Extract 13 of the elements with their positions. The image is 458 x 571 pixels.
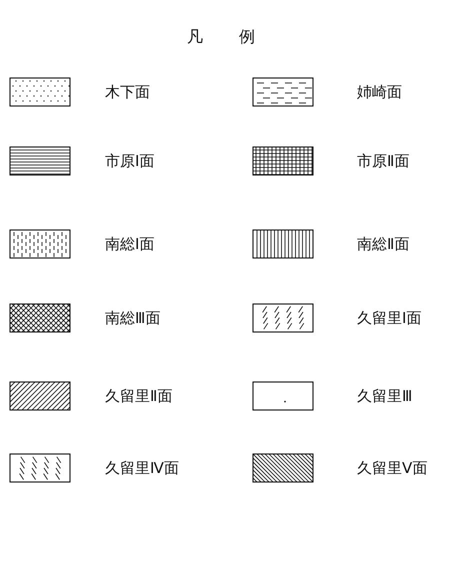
legend-label: 市原Ⅱ面 — [357, 152, 410, 170]
legend-label: 久留里Ⅲ — [357, 387, 412, 405]
legend-title: 凡例 — [187, 28, 291, 46]
legend-label: 久留里Ⅰ面 — [357, 309, 422, 327]
legend-label: 南総Ⅲ面 — [105, 309, 160, 327]
legend-label: 南総Ⅱ面 — [357, 235, 410, 253]
legend-label: 久留里Ⅴ面 — [357, 459, 428, 477]
legend-label: 木下面 — [105, 83, 150, 101]
legend-label: 南総Ⅰ面 — [105, 235, 154, 253]
legend-label: 姉崎面 — [357, 83, 402, 101]
legend-label: 市原Ⅰ面 — [105, 152, 154, 170]
legend-label: 久留里Ⅱ面 — [105, 387, 172, 405]
legend-label: 久留里Ⅳ面 — [105, 459, 179, 477]
